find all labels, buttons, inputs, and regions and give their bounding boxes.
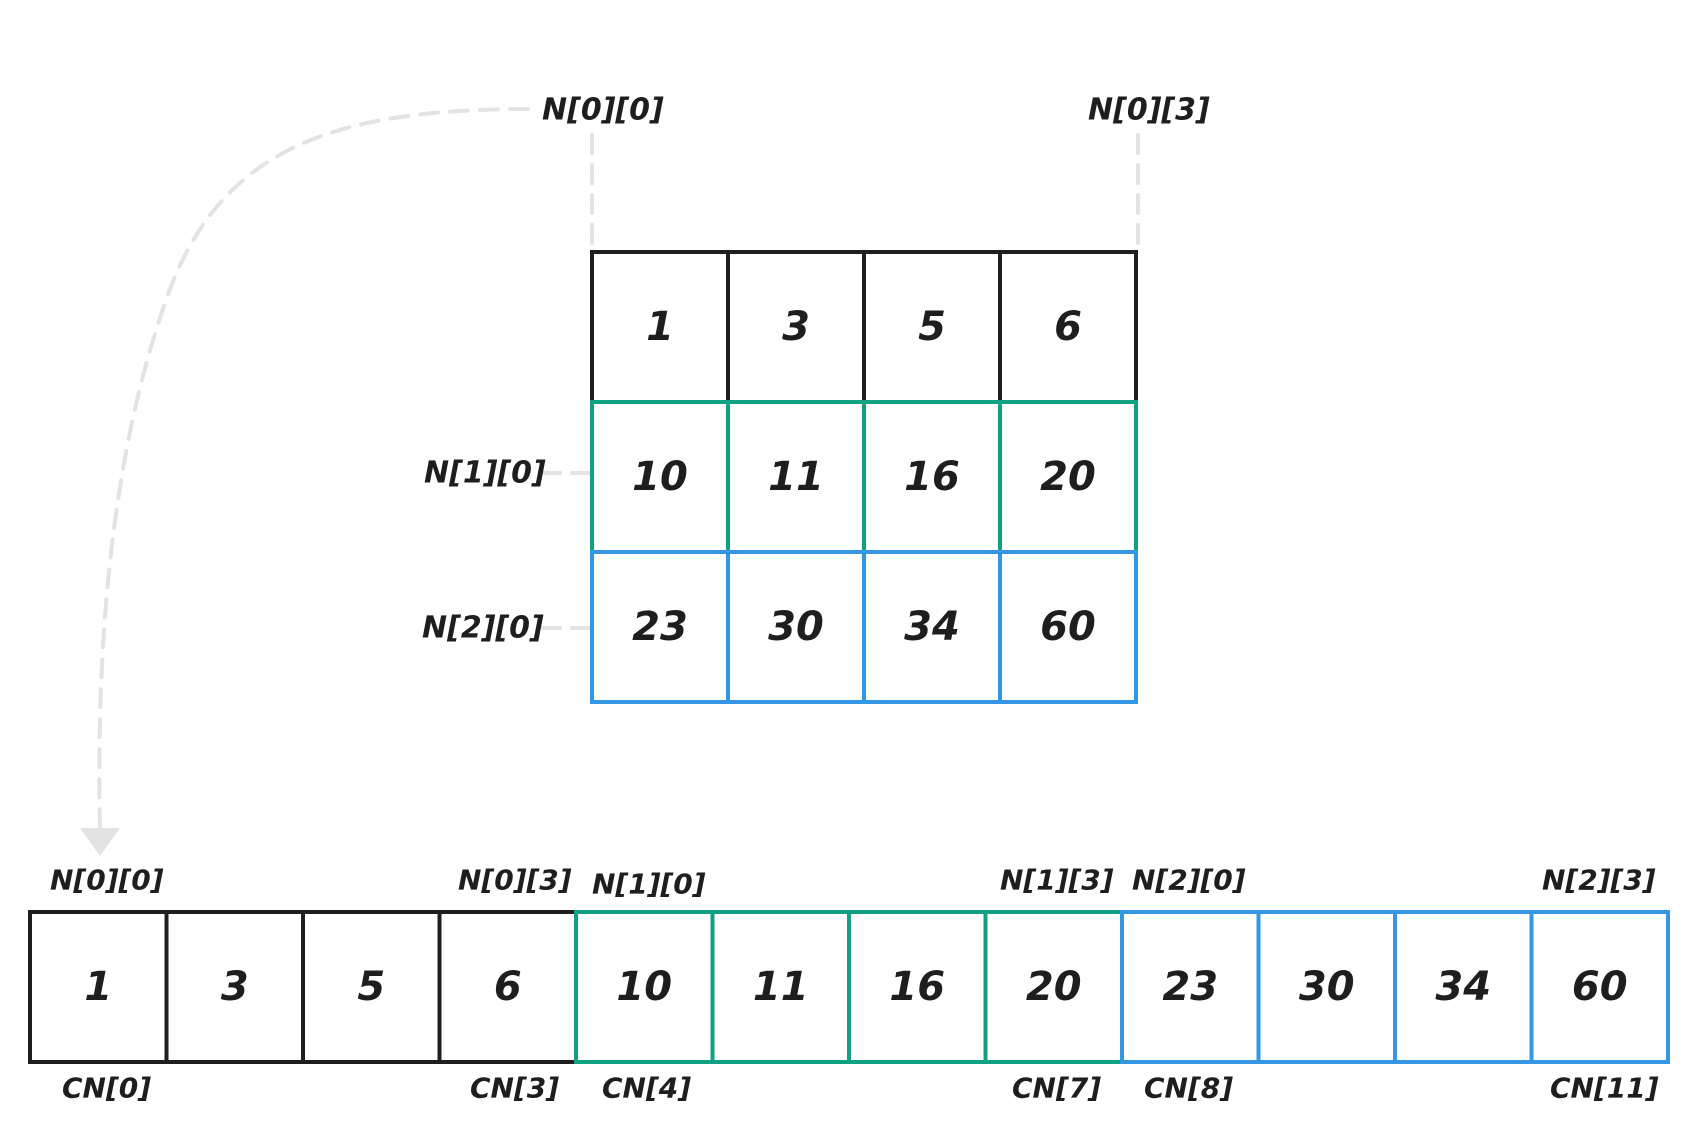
flat-index-cn7: CN[7] xyxy=(1012,1072,1101,1105)
flat-index-cn4: CN[4] xyxy=(602,1072,691,1105)
matrix-cell-value: 34 xyxy=(904,604,960,650)
matrix-cell-value: 30 xyxy=(768,604,824,650)
matrix-cell-value: 1 xyxy=(646,304,674,350)
flat-cell-value: 34 xyxy=(1435,964,1491,1010)
matrix-label-top-left: N[0][0] xyxy=(542,93,664,128)
matrix-cell-value: 11 xyxy=(768,454,824,500)
flat-label-n10: N[1][0] xyxy=(592,868,706,901)
flat-cell-value: 1 xyxy=(84,964,112,1010)
flat-index-cn11: CN[11] xyxy=(1550,1072,1659,1105)
guide-lines xyxy=(80,107,1140,856)
flat-index-cn8: CN[8] xyxy=(1144,1072,1233,1105)
matrix-cell-value: 20 xyxy=(1040,454,1096,500)
flat-label-n23: N[2][3] xyxy=(1542,864,1656,897)
matrix-label-top-right: N[0][3] xyxy=(1088,93,1210,128)
matrix-grid: 1 3 5 6 10 11 16 20 23 30 34 60 xyxy=(590,250,1138,704)
flat-cell-value: 16 xyxy=(889,964,945,1010)
flat-cell-value: 11 xyxy=(753,964,809,1010)
flat-index-cn3: CN[3] xyxy=(470,1072,559,1105)
flat-index-cn0: CN[0] xyxy=(62,1072,151,1105)
matrix-cell-value: 60 xyxy=(1040,604,1096,650)
arrow-head-icon xyxy=(80,828,120,856)
matrix-label-row1: N[1][0] xyxy=(424,456,546,491)
flat-label-n03: N[0][3] xyxy=(458,864,572,897)
flat-cell-value: 30 xyxy=(1299,964,1355,1010)
flat-cell-box xyxy=(1529,910,1670,1064)
matrix-cell-value: 16 xyxy=(904,454,960,500)
flat-cell-value: 6 xyxy=(494,964,522,1010)
matrix-cell-value: 23 xyxy=(632,604,688,650)
flat-cell-value: 10 xyxy=(616,964,672,1010)
arc-guide xyxy=(97,107,530,832)
flat-cell-value: 60 xyxy=(1572,964,1628,1010)
matrix-cell-value: 5 xyxy=(918,304,946,350)
flat-label-n00: N[0][0] xyxy=(50,864,164,897)
flat-cell-value: 20 xyxy=(1026,964,1082,1010)
flat-label-n13: N[1][3] xyxy=(1000,864,1114,897)
matrix-cell-value: 3 xyxy=(782,304,810,350)
matrix-label-row2: N[2][0] xyxy=(422,611,544,646)
flat-cell-value: 5 xyxy=(357,964,385,1010)
flat-label-n20: N[2][0] xyxy=(1132,864,1246,897)
matrix-cell-value: 6 xyxy=(1054,304,1082,350)
matrix-cell-value: 10 xyxy=(632,454,688,500)
flat-cell-value: 23 xyxy=(1162,964,1218,1010)
matrix-cell-box xyxy=(998,550,1138,704)
flat-cell-value: 3 xyxy=(221,964,249,1010)
flat-array: 1 3 5 6 10 11 16 20 23 30 34 60 xyxy=(28,910,1670,1064)
